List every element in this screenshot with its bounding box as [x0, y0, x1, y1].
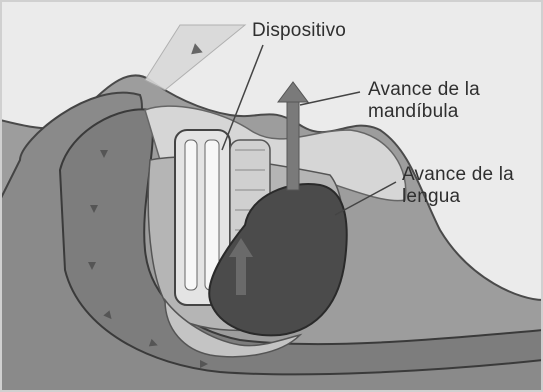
jaw-advance-label-line1: Avance de la	[368, 79, 480, 100]
jaw-advance-label-line2: mandíbula	[368, 101, 459, 122]
tongue-advance-label-line2: lengua	[402, 186, 460, 207]
tongue-arrow-shaft	[236, 255, 246, 295]
device-label: Dispositivo	[252, 20, 346, 41]
upper-incisor	[185, 140, 197, 290]
tongue-advance-label-line1: Avance de la	[402, 164, 514, 185]
jaw-arrow-shaft	[287, 100, 299, 190]
